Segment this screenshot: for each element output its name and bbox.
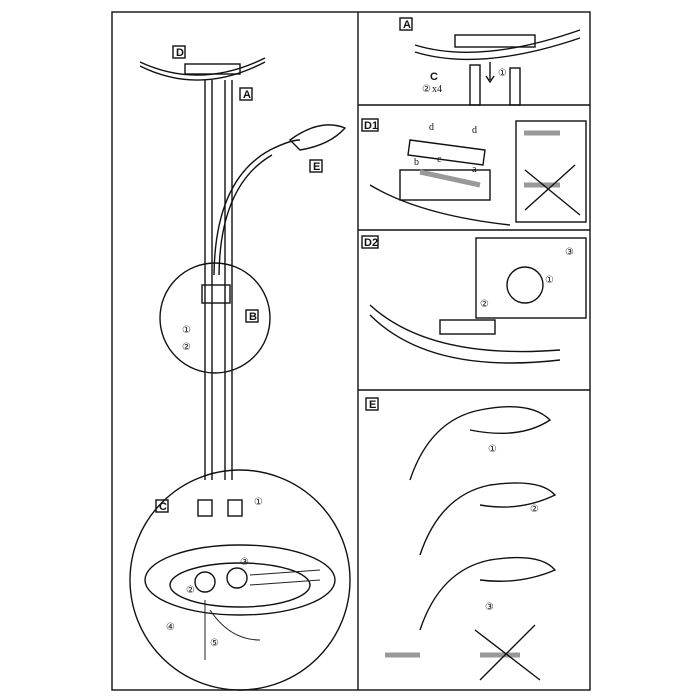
d1-letter-d: d bbox=[472, 125, 477, 136]
panel-d2-label: D2 bbox=[364, 237, 378, 249]
panel-a-step-1: ① bbox=[498, 68, 507, 79]
panel-d1-label: D1 bbox=[364, 120, 378, 132]
lamp-overview bbox=[129, 57, 351, 691]
step-c-5: ⑤ bbox=[210, 638, 219, 649]
panel-a: A ① C ② x4 bbox=[399, 17, 581, 106]
label-d: D bbox=[176, 47, 184, 59]
d1-letter-b: b bbox=[414, 157, 419, 168]
panel-a-label: A bbox=[403, 19, 411, 31]
d2-step-1: ① bbox=[545, 275, 554, 286]
label-a: A bbox=[243, 89, 251, 101]
step-c-4: ④ bbox=[166, 622, 175, 633]
panel-d1: D1 d d b c a bbox=[361, 118, 587, 226]
d1-letter-d: d bbox=[429, 122, 434, 133]
panel-a-qty: x4 bbox=[432, 84, 442, 95]
d1-letter-c: c bbox=[437, 154, 442, 165]
label-b: B bbox=[249, 311, 257, 323]
e-step-2: ② bbox=[530, 504, 539, 515]
outer-frame bbox=[111, 11, 591, 691]
panel-e: E ① ② ③ bbox=[365, 397, 557, 681]
panel-e-label: E bbox=[369, 399, 376, 411]
d2-step-3: ③ bbox=[565, 247, 574, 258]
e-step-1: ① bbox=[488, 444, 497, 455]
panel-d2: D2 ③ ① ② bbox=[361, 235, 587, 364]
d1-letter-a: a bbox=[472, 164, 477, 175]
step-b-2: ② bbox=[182, 342, 191, 353]
step-c-2: ② bbox=[186, 585, 195, 596]
e-step-3: ③ bbox=[485, 602, 494, 613]
step-c-3: ③ bbox=[240, 557, 249, 568]
label-e: E bbox=[313, 161, 320, 173]
label-c: C bbox=[159, 501, 167, 513]
step-b-1: ① bbox=[182, 325, 191, 336]
d2-step-2: ② bbox=[480, 299, 489, 310]
panel-a-tool-label: C bbox=[430, 71, 438, 83]
panel-a-step-2: ② bbox=[422, 84, 431, 95]
step-c-1: ① bbox=[254, 497, 263, 508]
